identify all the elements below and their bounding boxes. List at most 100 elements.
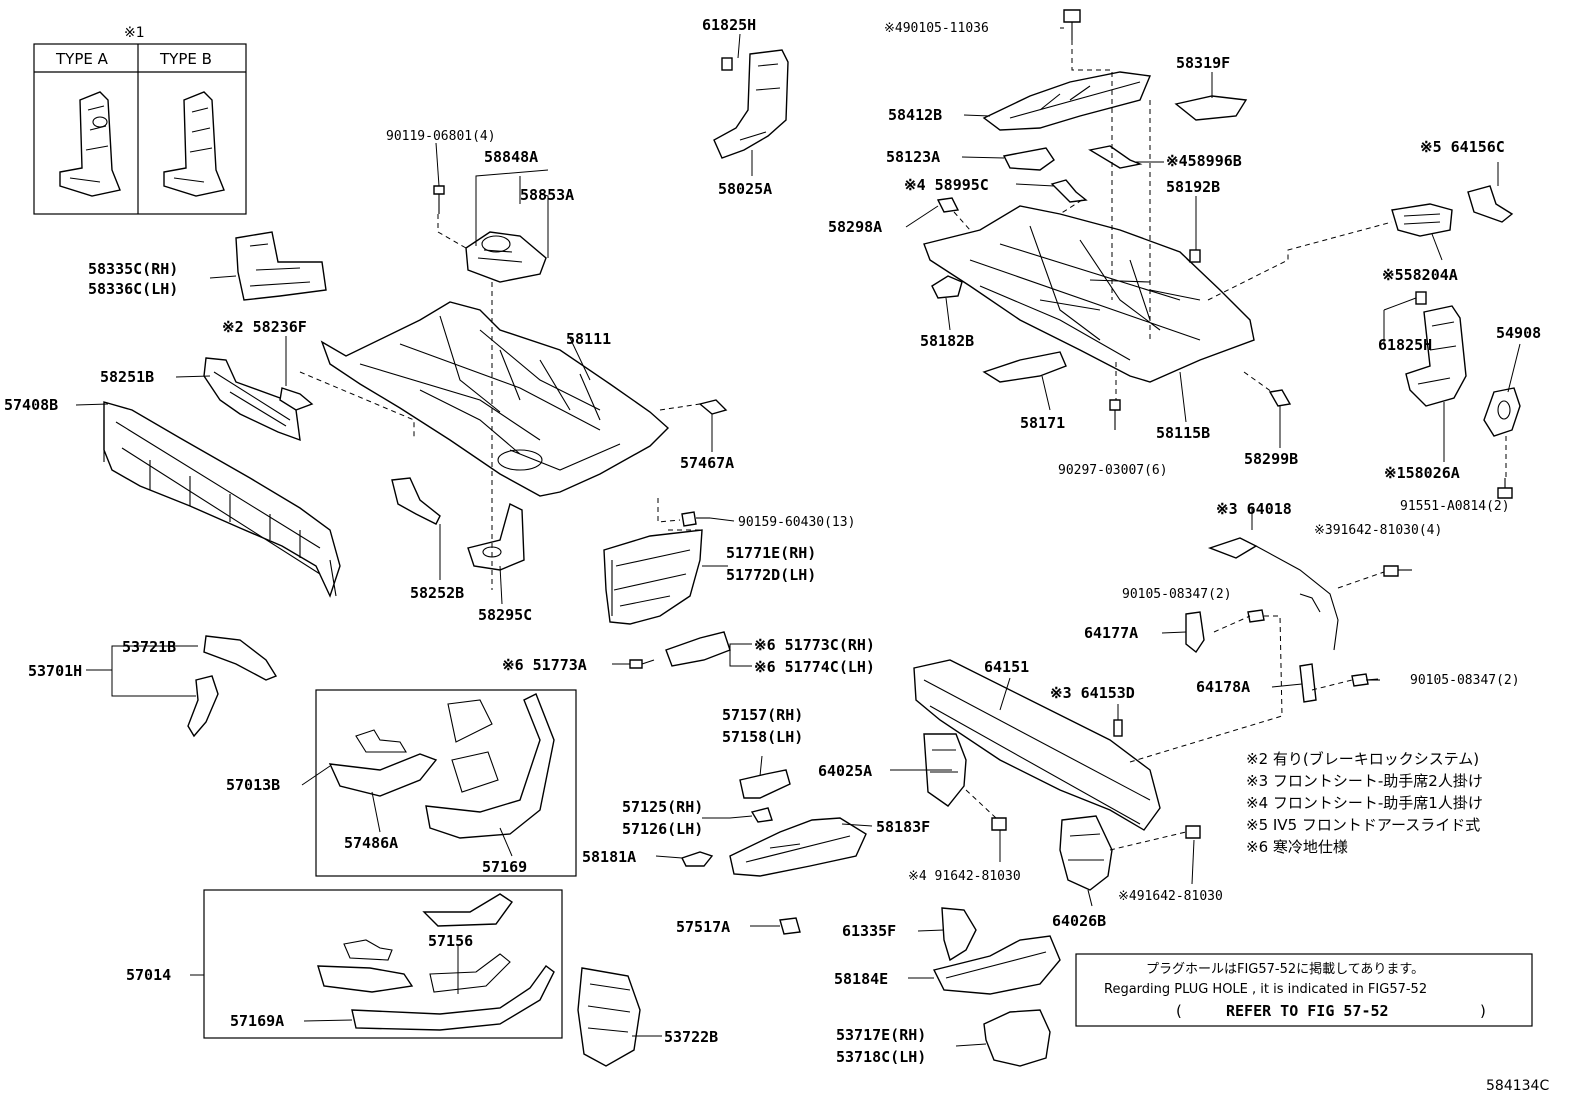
part-58192b-clip [1189,249,1201,263]
label-57467a: 57467A [680,454,734,472]
label-64156c: ※5 64156C [1420,138,1505,156]
bolt-90105-08347-b [1351,673,1380,687]
part-58171-bracket [982,351,1067,383]
part-61335f-bracket [941,907,977,962]
label-57014: 57014 [126,966,171,984]
label-51773c: ※6 51773C(RH) [754,636,875,654]
label-54908: 54908 [1496,324,1541,342]
leader-lines [75,27,1521,1047]
label-58184e: 58184E [834,970,888,988]
note-3: ※3 フロントシート-助手席2人掛け [1246,772,1483,790]
part-57125-clip [750,807,773,823]
label-58192b: 58192B [1166,178,1220,196]
part-64018-belt [1207,537,1339,651]
label-51774c: ※6 51774C(LH) [754,658,875,676]
part-58298a-clip [936,197,960,213]
label-57408b: 57408B [4,396,58,414]
label-58025a: 58025A [718,180,772,198]
label-58336c: 58336C(LH) [88,280,178,298]
part-58181a-pad [681,851,714,867]
note-2: ※2 有り(ブレーキロックシステム) [1246,750,1479,768]
part-51771e-step [603,529,703,625]
figure-id: 584134C [1486,1078,1549,1094]
part-58026a-bracket [1405,305,1467,407]
label-61335f: 61335F [842,922,896,940]
label-64151: 64151 [984,658,1029,676]
part-53721b-bracket [203,635,278,681]
part-58236f-bracket [279,387,314,411]
label-58115b: 58115B [1156,424,1210,442]
label-57013b: 57013B [226,776,280,794]
label-64153d: ※3 64153D [1050,684,1135,702]
label-64178a: 64178A [1196,678,1250,696]
part-53722b-panel [577,967,641,1067]
part-57156-bracket [422,893,513,927]
part-58025a-bracket [713,49,789,159]
type-a-bracket-part [59,91,121,197]
label-90159: 90159-60430(13) [738,515,855,530]
label-58181a: 58181A [582,848,636,866]
type-selection-box: ※1 TYPE A TYPE B [33,25,247,215]
label-57156: 57156 [428,932,473,950]
part-58204a-panel [1391,203,1453,237]
bolt-91642-a [991,817,1007,831]
label-58848a: 58848A [484,148,538,166]
label-61825h-right: 61825H [1378,336,1432,354]
part-58335c-bracket [235,231,327,301]
part-58251b-crossmember [203,357,301,442]
label-58111: 58111 [566,330,611,348]
group-57013b [315,689,577,877]
label-58183f: 58183F [876,818,930,836]
note-4: ※4 フロントシート-助手席1人掛け [1246,794,1483,812]
footnotes: ※2 有り(ブレーキロックシステム) ※3 フロントシート-助手席2人掛け ※4… [1246,750,1483,856]
note-5: ※5 IV5 フロントドアースライド式 [1246,816,1480,834]
bolt-91551 [1497,478,1513,499]
part-58182b-pad [931,275,963,299]
bolt-91642-81030-4 [1383,565,1412,577]
label-51773a: ※6 51773A [502,656,587,674]
part-57014-bracket [317,939,414,993]
label-57126: 57126(LH) [622,820,703,838]
bolt-90159 [681,511,710,527]
refer-box: プラグホールはFIG57-52に掲載してあります。 Regarding PLUG… [1075,953,1533,1027]
label-58335c: 58335C(RH) [88,260,178,278]
bolt-90119 [433,185,445,214]
part-57157-bracket [739,769,791,799]
refer-line-2: Regarding PLUG HOLE , it is indicated in… [1104,982,1427,997]
bolt-90105-08347-a [1247,609,1265,623]
part-64156c-bracket [1467,185,1514,223]
part-64177a-bracket [1185,611,1205,654]
label-57517a: 57517A [676,918,730,936]
part-58183f-rail [729,817,867,877]
part-61825h-clip-top [721,57,733,71]
refer-line-1: プラグホールはFIG57-52に掲載してあります。 [1146,961,1424,977]
dashed-guides [299,40,1507,851]
label-53722b: 53722B [664,1028,718,1046]
part-58299b-clip [1268,389,1292,407]
label-57169: 57169 [482,858,527,876]
label-91642-b: ※491642-81030 [1118,889,1223,904]
label-58412b: 58412B [888,106,942,124]
refer-open-paren: ( [1176,1002,1182,1020]
label-58123a: 58123A [886,148,940,166]
part-58319f-bracket [1174,95,1248,121]
label-58295c: 58295C [478,606,532,624]
label-53701h: 53701H [28,662,82,680]
part-58115b-floor [923,205,1255,383]
label-58853a: 58853A [520,186,574,204]
refer-close-paren: ) [1480,1002,1486,1020]
label-58995c: ※4 58995C [904,176,989,194]
label-91642-a: ※4 91642-81030 [908,869,1021,884]
bolt-91642-b [1185,825,1201,839]
label-58236f: ※2 58236F [222,318,307,336]
label-57169a: 57169A [230,1012,284,1030]
label-57158: 57158(LH) [722,728,803,746]
part-labels: 61825H 58025A ※490105-11036 58319F 58412… [4,16,1541,1066]
label-58204a: ※558204A [1382,266,1458,284]
part-58184e-rail [932,935,1061,995]
part-58123a-bracket [1002,147,1055,171]
label-64026b: 64026B [1052,912,1106,930]
label-64025a: 64025A [818,762,872,780]
part-53717e-bracket [983,1009,1051,1067]
